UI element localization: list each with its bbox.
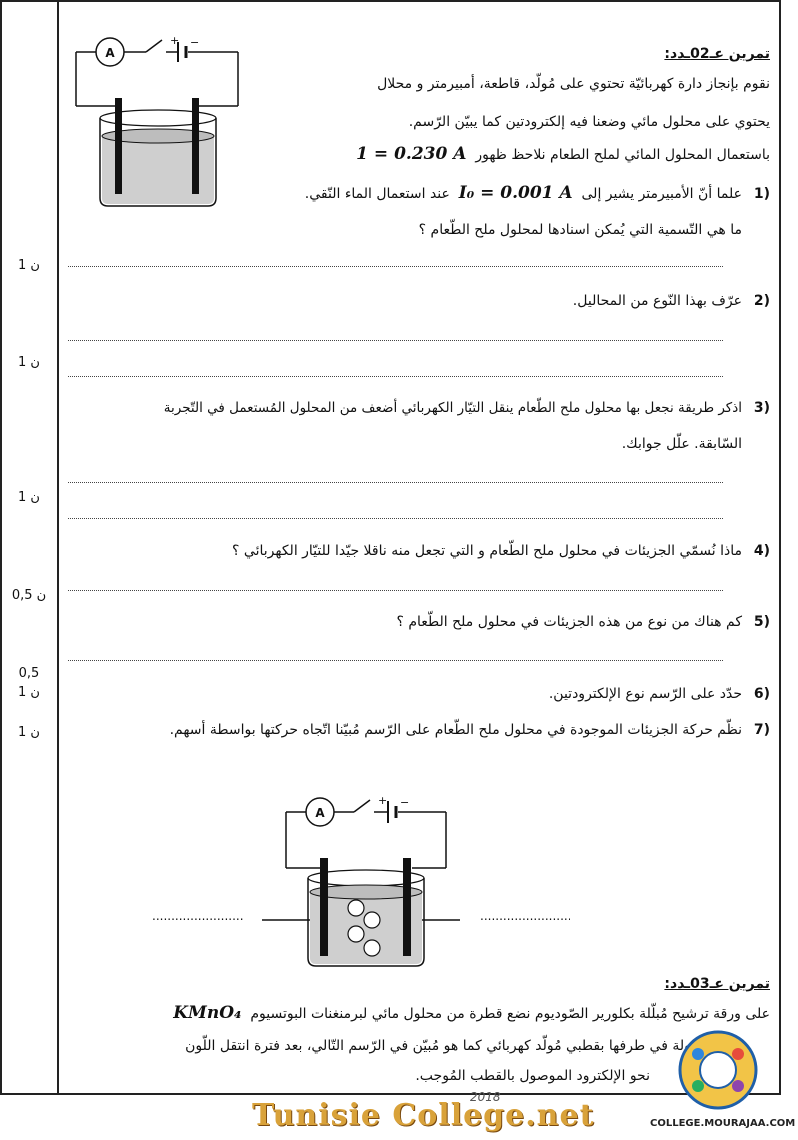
- answer-line[interactable]: [68, 340, 723, 341]
- answer-line[interactable]: [68, 660, 723, 661]
- question-4-text: ماذا نُسمّي الجزيئات في محلول ملح الطّعا…: [232, 543, 742, 559]
- question-1-line-a: عند استعمال الماء النّقي. I₀ = 0.001 A ع…: [305, 183, 742, 203]
- ex2-intro-line-3: 1 = 0.230 A باستعمال المحلول المائي لملح…: [356, 144, 770, 164]
- circuit-diagram-bottom: A + − ........................ .........…: [152, 794, 570, 967]
- footer-year: 2018: [470, 1090, 501, 1104]
- ammeter-symbol: [305, 797, 335, 827]
- question-4-number: 4): [753, 543, 770, 559]
- site-logo-icon: [678, 1030, 758, 1110]
- electrode-right: [403, 858, 411, 956]
- solution-liquid: [310, 892, 422, 964]
- battery-plus-sign: +: [170, 34, 179, 47]
- ammeter-label: A: [315, 806, 325, 820]
- frame-top-border: [0, 0, 780, 2]
- ex3-line-1: KMnO₄ على ورقة ترشيح مُبلّلة بكلورير الص…: [173, 1003, 770, 1023]
- current-value: 1 = 0.230 A: [356, 144, 467, 164]
- frame-right-border: [779, 0, 781, 1095]
- electrode-left: [115, 98, 122, 194]
- battery-minus-sign: −: [400, 796, 409, 809]
- frame-bottom-border: [0, 1093, 780, 1095]
- electrode-left: [320, 858, 328, 956]
- mark-q4: 0,5 ن: [11, 588, 47, 603]
- ex3-line-3: نحو الإلكترود الموصول بالقطب المُوجب.: [415, 1068, 650, 1084]
- answer-line[interactable]: [68, 518, 723, 519]
- intro-line-3-text: باستعمال المحلول المائي لملح الطعام نلاح…: [475, 147, 770, 163]
- solution-liquid: [102, 136, 214, 204]
- answer-line[interactable]: [68, 590, 723, 591]
- question-1-line-c: ما هي التّسمية التي يُمكن اسنادها لمحلول…: [418, 222, 742, 238]
- right-electrode-blank: ........................: [480, 909, 570, 923]
- tunisie-college-logo: Tunisie College.net: [252, 1098, 595, 1133]
- answer-line[interactable]: [68, 266, 723, 267]
- q1-text-a: علما أنّ الأمبيرمتر يشير إلى: [581, 186, 742, 202]
- mark-q6: 1 ن: [18, 685, 40, 700]
- ex3-line-2: موصولة في طرفها بقطبي مُولّد كهربائي كما…: [185, 1038, 718, 1054]
- question-2-number: 2): [753, 293, 770, 309]
- mark-q2: 1 ن: [18, 355, 40, 370]
- question-3-line-a: اذكر طريقة نجعل بها محلول ملح الطّعام ين…: [163, 400, 742, 416]
- answer-line[interactable]: [68, 376, 723, 377]
- battery-plus-sign: +: [378, 794, 387, 807]
- circuit-diagram-top: A + −: [75, 34, 239, 207]
- ammeter-symbol: [95, 37, 125, 67]
- exercise-3-title: تمرين عـ03ـدد:: [664, 976, 770, 992]
- mark-q5: 0,5: [18, 666, 40, 681]
- ion-particle: [347, 899, 365, 917]
- question-5-text: كم هناك من نوع من هذه الجزيئات في محلول …: [396, 614, 742, 630]
- site-url: COLLEGE.MOURAJAA.COM: [650, 1118, 796, 1129]
- question-3-line-b: السّابقة. علّل جوابك.: [621, 436, 742, 452]
- question-6-text: حدّد على الرّسم نوع الإلكترودتين.: [548, 686, 742, 702]
- beaker: [99, 118, 217, 207]
- electrode-right: [192, 98, 199, 194]
- ex3-line-1-text: على ورقة ترشيح مُبلّلة بكلورير الصّوديوم…: [250, 1006, 770, 1022]
- exercise-2-title: تمرين عـ02ـدد:: [664, 46, 770, 62]
- q1-text-b: عند استعمال الماء النّقي.: [304, 186, 450, 202]
- kmno4-formula: KMnO₄: [173, 1003, 242, 1023]
- question-7-number: 7): [753, 722, 770, 738]
- ion-particle: [363, 911, 381, 929]
- ion-particle: [347, 925, 365, 943]
- mark-q7: 1 ن: [18, 725, 40, 740]
- ex2-intro-line-1: نقوم بإنجاز دارة كهربائيّة تحتوي على مُو…: [377, 76, 770, 92]
- mark-q3: 1 ن: [18, 490, 40, 505]
- beaker: [307, 878, 425, 967]
- answer-line[interactable]: [68, 482, 723, 483]
- ex2-intro-line-2: يحتوي على محلول مائي وضعنا فيه إلكترودتي…: [408, 114, 770, 130]
- ion-particle: [363, 939, 381, 957]
- left-electrode-blank: ........................: [152, 909, 244, 923]
- question-2-text: عرّف بهذا النّوع من المحاليل.: [572, 293, 742, 309]
- mark-q1: 1 ن: [18, 258, 40, 273]
- battery-minus-sign: −: [190, 36, 199, 49]
- ammeter-label: A: [105, 46, 115, 60]
- question-7-text: نظّم حركة الجزيئات الموجودة في محلول ملح…: [169, 722, 742, 738]
- question-3-number: 3): [753, 400, 770, 416]
- question-1-number: 1): [753, 186, 770, 202]
- question-6-number: 6): [753, 686, 770, 702]
- pure-water-current: I₀ = 0.001 A: [458, 183, 573, 203]
- margin-column-divider: [57, 0, 59, 1095]
- question-5-number: 5): [753, 614, 770, 630]
- frame-left-border: [0, 0, 2, 1095]
